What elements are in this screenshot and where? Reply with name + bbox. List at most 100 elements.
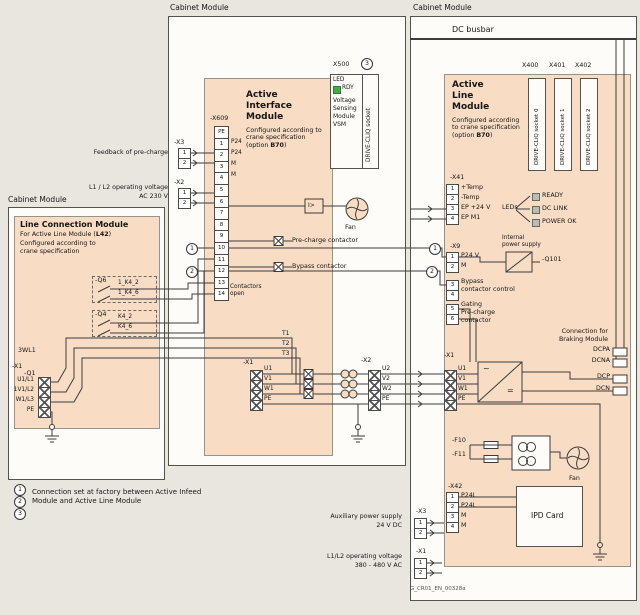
alm-config-text: )	[489, 131, 493, 139]
pin-label: M	[461, 512, 467, 519]
t-label: T3	[282, 350, 290, 357]
bypass-control-label: contactor control	[461, 286, 515, 293]
x400-label: X400	[522, 62, 539, 69]
x609-label: -X609	[210, 115, 229, 122]
lcm-title: Line Connection Module	[20, 220, 129, 229]
bypass-control-label: Bypass	[461, 278, 484, 285]
phase-label: W1	[458, 385, 468, 392]
phase-label: U1	[458, 365, 467, 372]
braking-module-label: Connection for	[561, 328, 608, 335]
powerok-led-icon	[532, 219, 540, 227]
ac-voltage-label: L1 / L2 operating voltage	[88, 184, 168, 191]
overcurrent-symbol: I>	[308, 202, 315, 209]
factory-connection-mark-2: 2	[186, 266, 198, 278]
contactor-q6-label: -Q6	[95, 277, 107, 284]
bypass-contactor-label: Bypass contactor	[292, 263, 347, 270]
gating-label: Pre-charge	[461, 309, 495, 316]
terminal-pin: 2	[414, 568, 427, 579]
dc-terminal-label: DCN	[596, 385, 610, 392]
led-name: POWER OK	[542, 218, 577, 225]
alm-config-text: Configured according to crane specificat…	[452, 117, 520, 139]
lcm-subtitle: For Active Line Module (L42)	[20, 231, 111, 239]
alm-x1-label: -X1	[444, 352, 455, 359]
led-label: LED	[333, 77, 345, 83]
pin-label: P24L	[461, 502, 477, 509]
pin-label: P24	[231, 139, 242, 145]
led-name: DC LINK	[542, 205, 568, 212]
phase-label: W2	[382, 385, 392, 392]
internal-ps-label: power supply	[502, 242, 541, 248]
ac-voltage-label: AC 230 V	[139, 193, 168, 200]
x42-label: -X42	[448, 483, 463, 490]
pin-label: P24L	[461, 492, 477, 499]
cabinet-module-label: Cabinet Module	[8, 195, 67, 204]
dc-terminal-label: DCP	[596, 373, 610, 380]
pin-label: EP M1	[461, 214, 481, 221]
cabinet-module-label: Cabinet Module	[413, 3, 472, 12]
terminal-pin	[38, 407, 51, 418]
led-name: READY	[542, 192, 564, 199]
aux-supply-label: Auxiliary power supply	[330, 513, 402, 520]
terminal-pin	[250, 400, 263, 411]
phase-label: V1	[264, 375, 272, 382]
alm-title: Line	[452, 91, 474, 101]
phase-label: U2	[382, 365, 391, 372]
legend-mark-3: 3	[14, 508, 26, 520]
phase-label: 1V1/L2	[13, 387, 34, 393]
terminal-pin: 4	[446, 290, 459, 301]
contactors-open-label: Contactors	[230, 284, 262, 290]
phase-label: U1	[264, 365, 273, 372]
factory-connection-mark-1: 1	[429, 243, 441, 255]
terminal-pin: 3	[214, 161, 229, 174]
pin-label: M	[461, 522, 467, 529]
legend-text: Module and Active Line Module	[32, 497, 142, 505]
mains-voltage-label: 380 - 480 V AC	[354, 562, 402, 569]
mains-voltage-label: L1/L2 operating voltage	[326, 553, 402, 560]
aim-title: Active	[246, 90, 278, 100]
phase-label: V2	[382, 375, 390, 382]
aux-supply-label: 24 V DC	[376, 522, 402, 529]
braking-module-label: Braking Module	[558, 336, 608, 343]
pin-label: M	[231, 161, 237, 167]
terminal-pin: 14	[214, 288, 229, 301]
terminal-pin: 2	[414, 528, 427, 539]
terminal-pin: 13	[214, 277, 229, 290]
lcm-x1-label: -X1	[12, 363, 23, 370]
vsm-label: VSM	[333, 121, 347, 128]
legend-mark-2: 2	[14, 496, 26, 508]
contact-label: 1_K4_6	[118, 290, 139, 296]
dc-terminal-label: DCPA	[593, 346, 610, 353]
dc-busbar-label: DC busbar	[452, 25, 494, 34]
t-label: T2	[282, 340, 290, 347]
cabinet-module-label: Cabinet Module	[170, 3, 229, 12]
terminal-pin: 2	[178, 158, 191, 169]
fuse-f11-label: -F11	[452, 451, 466, 458]
phase-label: V1	[458, 375, 466, 382]
x3-connector-label: -X3	[174, 139, 185, 146]
x41-label: -X41	[450, 174, 465, 181]
terminal-pin: PE	[214, 126, 229, 139]
phase-label: PE	[382, 395, 390, 402]
x401-label: X401	[549, 62, 566, 69]
vsm-label: Voltage	[333, 97, 356, 104]
pin-label: EP +24 V	[461, 204, 491, 211]
pin-label: M	[461, 262, 467, 269]
ready-led-icon	[532, 193, 540, 201]
lcm-option-code: L42	[95, 231, 109, 238]
pin-label: P24	[231, 150, 242, 156]
factory-connection-mark-1: 1	[186, 243, 198, 255]
phase-label: W1/L3	[15, 397, 34, 403]
phase-label: PE	[26, 407, 34, 413]
gating-label: contactor	[461, 317, 492, 324]
fuse-f10-label: -F10	[452, 437, 466, 444]
phase-label: W1	[264, 385, 274, 392]
rdy-led-icon	[333, 86, 341, 94]
aim-x1-label: -X1	[243, 359, 254, 366]
phase-label: PE	[264, 395, 272, 402]
terminal-pin: 4	[446, 214, 459, 225]
driveclq-socket-label: DRIVE-CLiQ socket	[366, 108, 372, 162]
lcm-subtitle2: Configured according to	[20, 240, 96, 247]
converter-ac-symbol: ~	[483, 364, 490, 373]
converter-dc-symbol: =	[507, 386, 514, 395]
